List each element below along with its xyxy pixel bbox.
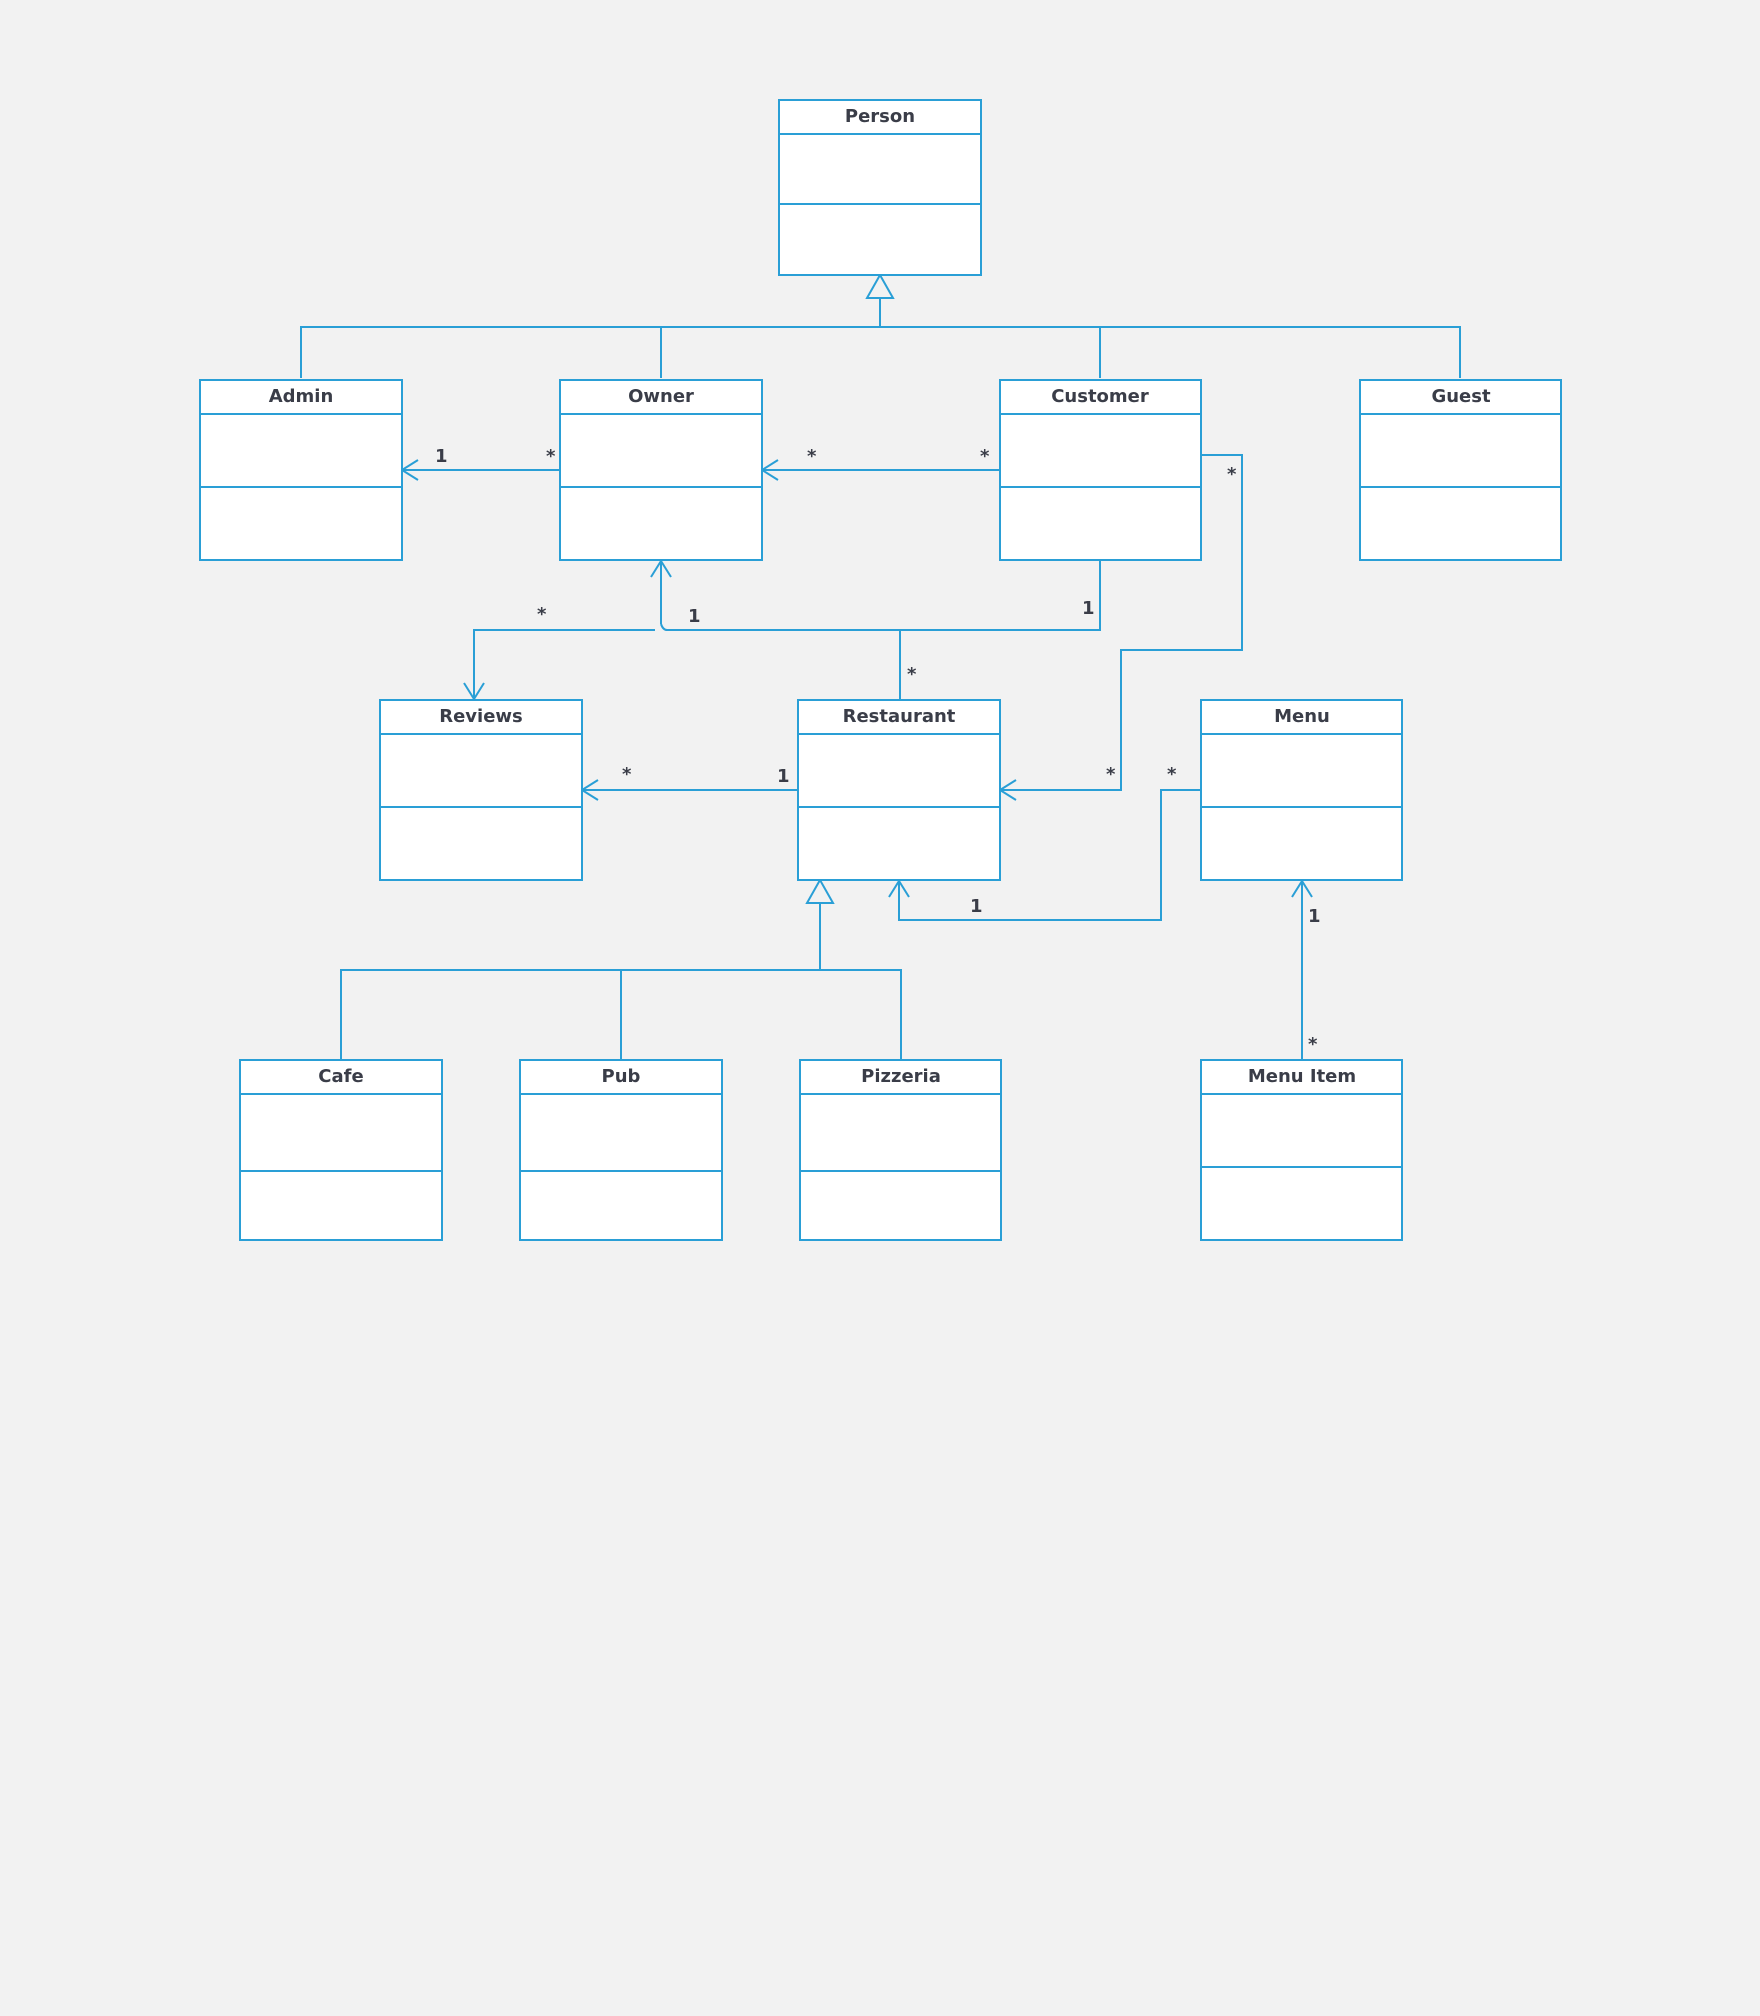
association-customer-owner: * * — [760, 446, 1000, 481]
class-name: Restaurant — [843, 706, 956, 727]
class-name: Person — [845, 106, 915, 127]
multiplicity-label: * — [1308, 1034, 1318, 1055]
association-menuitem-menu: 1 * — [1291, 879, 1321, 1060]
class-guest[interactable]: Guest — [1359, 379, 1562, 561]
multiplicity-label: 1 — [688, 606, 701, 627]
multiplicity-label: 1 — [1308, 906, 1321, 927]
multiplicity-label: 1 — [970, 896, 983, 917]
class-name: Owner — [628, 386, 694, 407]
multiplicity-label: * — [1167, 764, 1177, 785]
multiplicity-label: * — [1227, 464, 1237, 485]
class-name: Pub — [602, 1066, 641, 1087]
class-admin[interactable]: Admin — [199, 379, 403, 561]
generalization-person — [300, 272, 1461, 378]
multiplicity-label: * — [546, 446, 556, 467]
multiplicity-label: * — [537, 604, 547, 625]
association-restaurant-owner: 1 * — [650, 559, 917, 699]
class-cafe[interactable]: Cafe — [239, 1059, 443, 1241]
association-owner-admin: 1 * — [400, 446, 560, 481]
multiplicity-label: * — [807, 446, 817, 467]
multiplicity-label: * — [1106, 764, 1116, 785]
generalization-arrow-icon — [865, 272, 895, 299]
class-name: Pizzeria — [861, 1066, 941, 1087]
class-restaurant[interactable]: Restaurant — [797, 699, 1001, 881]
multiplicity-label: * — [622, 764, 632, 785]
class-name: Guest — [1431, 386, 1491, 407]
multiplicity-label: 1 — [435, 446, 448, 467]
class-person[interactable]: Person — [778, 99, 982, 276]
class-name: Admin — [269, 386, 334, 407]
class-customer[interactable]: Customer — [999, 379, 1202, 561]
generalization-arrow-icon — [805, 877, 835, 904]
multiplicity-label: * — [980, 446, 990, 467]
class-pub[interactable]: Pub — [519, 1059, 723, 1241]
generalization-restaurant — [340, 877, 902, 1060]
association-restaurant-reviews: * 1 — [580, 764, 798, 801]
class-owner[interactable]: Owner — [559, 379, 763, 561]
class-reviews[interactable]: Reviews — [379, 699, 583, 881]
class-name: Menu — [1274, 706, 1330, 727]
class-menu[interactable]: Menu — [1200, 699, 1403, 881]
class-name: Menu Item — [1248, 1066, 1356, 1087]
class-menu-item[interactable]: Menu Item — [1200, 1059, 1403, 1241]
class-name: Reviews — [439, 706, 523, 727]
class-pizzeria[interactable]: Pizzeria — [799, 1059, 1002, 1241]
class-name: Cafe — [318, 1066, 363, 1087]
multiplicity-label: * — [907, 664, 917, 685]
multiplicity-label: 1 — [777, 766, 790, 787]
multiplicity-label: 1 — [1082, 598, 1095, 619]
class-name: Customer — [1051, 386, 1149, 407]
